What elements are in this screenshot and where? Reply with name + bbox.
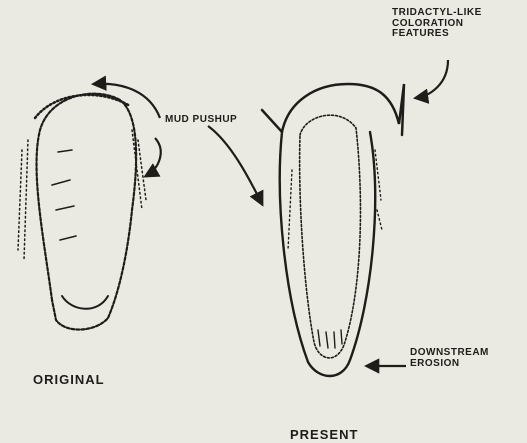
downstream-erosion-label: DOWNSTREAM EROSION (410, 348, 489, 369)
mud-pushup-label: MUD PUSHUP (165, 115, 237, 126)
tridactyl-arrow (416, 60, 448, 98)
original-footprint (18, 94, 146, 330)
original-interior-marks (52, 150, 76, 240)
original-label: ORIGINAL (33, 373, 105, 387)
tridactyl-label-line-3: FEATURES (392, 29, 482, 40)
mud-pushup-arrow-present (208, 126, 262, 204)
present-heel-hatching (318, 330, 342, 348)
present-side-hatching (288, 150, 382, 250)
present-footprint (262, 84, 404, 376)
tridactyl-label-line-1: TRIDACTYL-LIKE (392, 8, 482, 19)
original-outline (37, 94, 137, 330)
original-mud-pushup-rim (35, 95, 130, 118)
present-tridactyl-outline (262, 84, 404, 135)
present-label: PRESENT (290, 428, 358, 442)
mud-pushup-arrow-upper (94, 84, 160, 118)
downstream-erosion-label-line-1: DOWNSTREAM (410, 348, 489, 359)
tridactyl-label: TRIDACTYL-LIKE COLORATION FEATURES (392, 8, 482, 40)
downstream-erosion-label-line-2: EROSION (410, 359, 489, 370)
present-inner-outline (300, 115, 361, 358)
mud-pushup-arrow-lower (146, 138, 161, 176)
original-heel-region (62, 296, 108, 309)
